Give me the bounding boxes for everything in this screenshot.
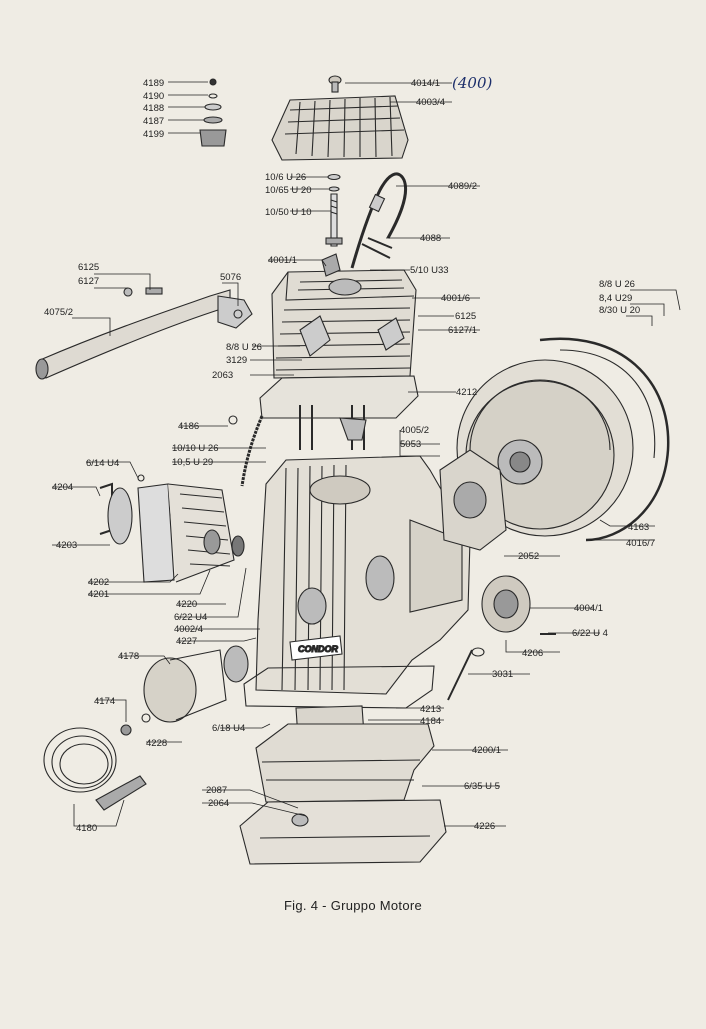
crankcase-drawing: CONDOR (255, 455, 471, 695)
part-label: 4174 (94, 696, 115, 707)
part-label: 5/10 U33 (410, 265, 449, 276)
figure-caption: Fig. 4 - Gruppo Motore (283, 898, 423, 913)
part-label: 4202 (88, 577, 109, 588)
base-plate-drawing (239, 799, 447, 865)
part-label: 2064 (208, 798, 229, 809)
part-label: 4005/2 (400, 425, 429, 436)
part-label: 4228 (146, 738, 167, 749)
part-label: 3129 (226, 355, 247, 366)
part-label: 4014/1 (411, 78, 440, 89)
part-label: 4163 (628, 522, 649, 533)
part-label: 4213 (420, 704, 441, 715)
part-label: 4186 (178, 421, 199, 432)
part-label: 8/30 U 20 (599, 305, 640, 316)
part-label: 4075/2 (44, 307, 73, 318)
part-label: 4227 (176, 636, 197, 647)
part-label: 4001/6 (441, 293, 470, 304)
cylinder-head-cover-drawing (271, 75, 409, 161)
part-label: 4178 (118, 651, 139, 662)
exhaust-pipe-drawing (35, 287, 253, 380)
condor-brand-mark: CONDOR (298, 644, 338, 654)
part-label: 6/35 U 5 (464, 781, 500, 792)
part-label: 10,5 U 29 (172, 457, 213, 468)
part-label: 6/14 U4 (86, 458, 119, 469)
part-label: 4199 (143, 129, 164, 140)
part-label: 4226 (474, 821, 495, 832)
part-label: 4003/4 (416, 97, 445, 108)
part-label: 4204 (52, 482, 73, 493)
part-label: 4180 (76, 823, 97, 834)
part-label: 2052 (518, 551, 539, 562)
part-label: 6/18 U4 (212, 723, 245, 734)
part-label: 6125 (455, 311, 476, 322)
cylinder-head-drawing (271, 253, 417, 379)
part-label: 10/6 U 26 (265, 172, 306, 183)
bolts-drawing (325, 173, 343, 247)
part-label: 4004/1 (574, 603, 603, 614)
engine-illustration: CONDOR (35, 75, 670, 865)
wire-drawing (240, 415, 264, 487)
part-label: 6/22 U 4 (572, 628, 608, 639)
part-label: 8,4 U29 (599, 293, 632, 304)
part-label: 2087 (206, 785, 227, 796)
part-label: 4220 (176, 599, 197, 610)
part-label: 8/8 U 26 (226, 342, 262, 353)
part-label: 2063 (212, 370, 233, 381)
base-gasket-drawing (243, 665, 435, 709)
intake-drawing (120, 645, 249, 736)
part-label: 10/50 U 10 (265, 207, 311, 218)
part-label: 3031 (492, 669, 513, 680)
part-label: 4201 (88, 589, 109, 600)
part-label: 6127 (78, 276, 99, 287)
part-label: 4188 (143, 103, 164, 114)
part-label: 5076 (220, 272, 241, 283)
handwritten-note: (400) (452, 74, 492, 92)
part-label: 4001/1 (268, 255, 297, 266)
recoil-starter-drawing (43, 727, 147, 811)
stator-plate-drawing (439, 449, 507, 551)
oil-sump-drawing (255, 723, 435, 803)
part-label: 4190 (143, 91, 164, 102)
part-label: 6125 (78, 262, 99, 273)
cylinder-studs-drawing (299, 405, 367, 450)
head-gasket-drawing (259, 375, 419, 419)
part-label: 10/10 U 26 (172, 443, 218, 454)
air-filter-drawing (99, 474, 245, 583)
part-label: 8/8 U 26 (599, 279, 635, 290)
part-label: 4184 (420, 716, 441, 727)
part-label: 4002/4 (174, 624, 203, 635)
spark-plug-lead-drawing (350, 172, 408, 269)
part-label: 6/22 U4 (174, 612, 207, 623)
part-label: 4206 (522, 648, 543, 659)
part-label: 4189 (143, 78, 164, 89)
part-label: 5053 (400, 439, 421, 450)
part-label: 6127/1 (448, 325, 477, 336)
part-label: 4200/1 (472, 745, 501, 756)
nut-washer-stack-drawing (199, 78, 227, 147)
part-label: 4212 (456, 387, 477, 398)
part-label: 4187 (143, 116, 164, 127)
part-label: 10/65 U 20 (265, 185, 311, 196)
side-cover-drawing (447, 575, 556, 701)
part-label: 4016/7 (626, 538, 655, 549)
leader-lines (52, 81, 681, 827)
part-label: 4089/2 (448, 181, 477, 192)
part-label: 4203 (56, 540, 77, 551)
part-label: 4088 (420, 233, 441, 244)
